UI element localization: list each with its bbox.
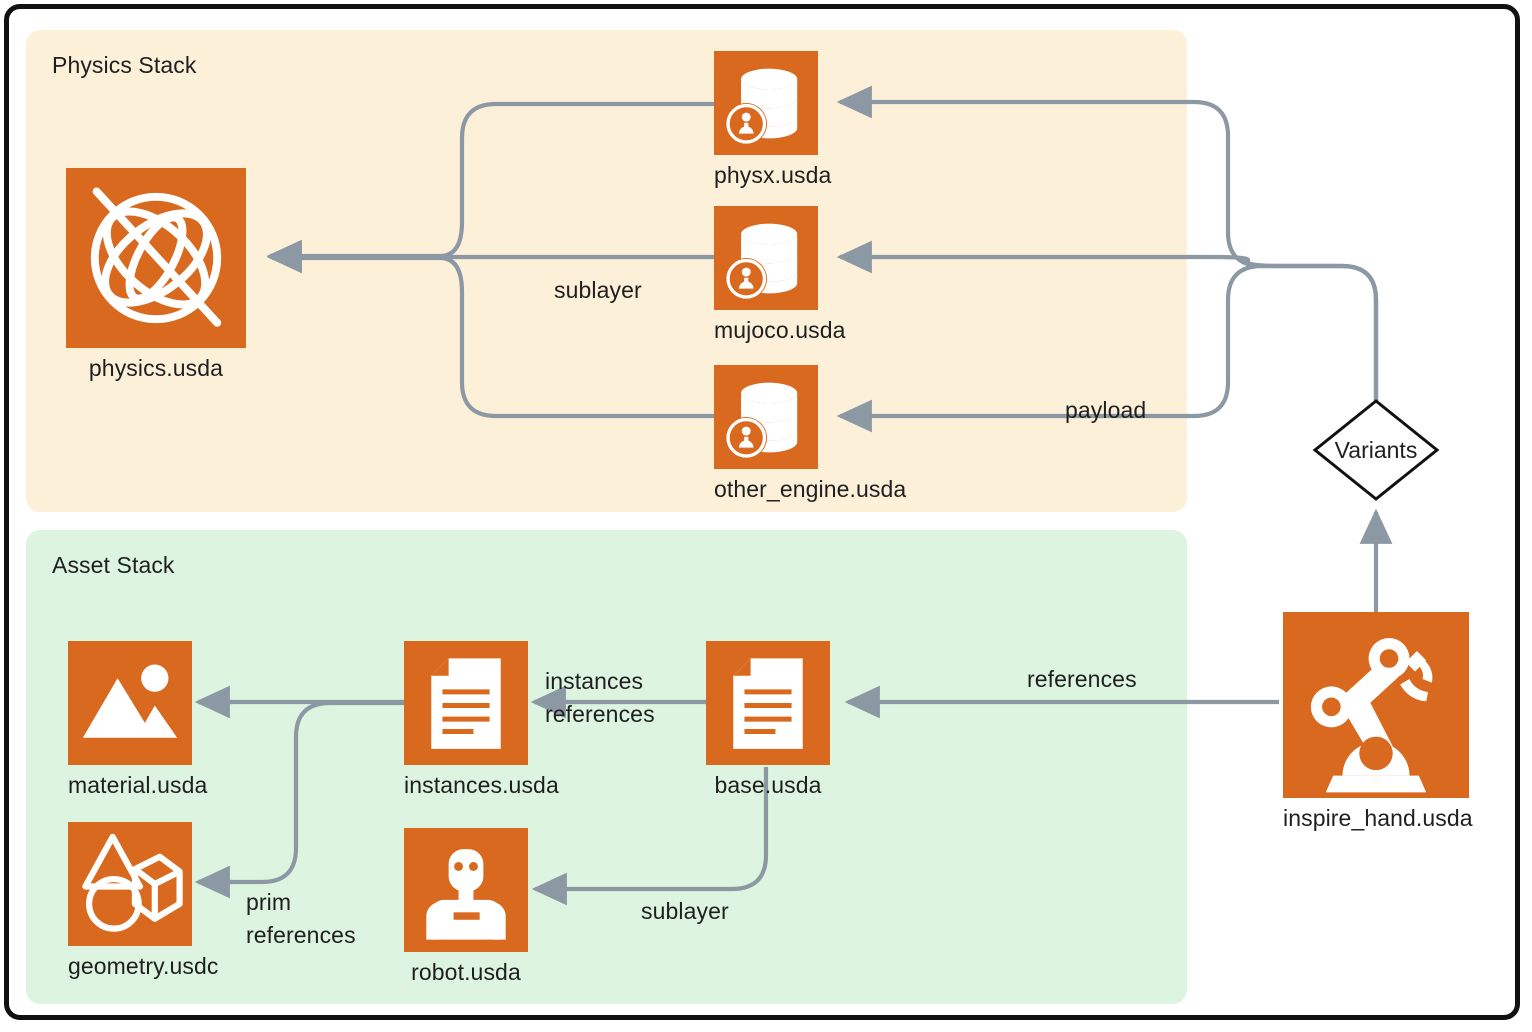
- node-physics-usda[interactable]: physics.usda: [66, 168, 246, 382]
- edge-label-prim-references: prim references: [246, 886, 356, 953]
- node-physx-usda[interactable]: physx.usda: [714, 51, 832, 189]
- robot-arm-icon: [1283, 612, 1469, 798]
- robot-icon: [404, 828, 528, 952]
- edge-label-sublayer-asset: sublayer: [641, 898, 729, 924]
- node-robot-usda[interactable]: robot.usda: [404, 828, 528, 986]
- node-label: base.usda: [714, 772, 822, 798]
- node-label: inspire_hand.usda: [1283, 805, 1473, 831]
- database-user-icon: [714, 206, 818, 310]
- database-user-icon: [714, 365, 818, 469]
- node-instances-usda[interactable]: instances.usda: [404, 641, 559, 799]
- shapes-icon: [68, 822, 192, 946]
- edge-label-sublayer-physics: sublayer: [554, 277, 642, 303]
- node-geometry-usdc[interactable]: geometry.usdc: [68, 822, 219, 980]
- diamond-shape: [1312, 399, 1440, 501]
- edge-label-line2: references: [246, 922, 356, 949]
- panel-asset-title: Asset Stack: [52, 552, 175, 578]
- database-user-icon: [714, 51, 818, 155]
- node-material-usda[interactable]: material.usda: [68, 641, 208, 799]
- node-label: material.usda: [68, 772, 208, 798]
- node-label: mujoco.usda: [714, 317, 846, 343]
- node-label: robot.usda: [411, 959, 521, 985]
- edge-label-payload: payload: [1065, 397, 1147, 423]
- edge-label-references-main: references: [1027, 666, 1137, 692]
- node-label: physics.usda: [88, 355, 224, 381]
- document-icon: [706, 641, 830, 765]
- image-icon: [68, 641, 192, 765]
- edge-label-line1: prim: [246, 889, 292, 915]
- document-icon: [404, 641, 528, 765]
- node-label: other_engine.usda: [714, 476, 907, 502]
- node-label: instances.usda: [404, 772, 559, 798]
- edge-label-line1: instances: [545, 668, 644, 694]
- edge-label-line2: references: [545, 701, 655, 728]
- edge-label-instances-references: instances references: [545, 665, 655, 732]
- node-other-engine-usda[interactable]: other_engine.usda: [714, 365, 907, 503]
- node-label: physx.usda: [714, 162, 832, 188]
- node-variants[interactable]: Variants: [1312, 398, 1440, 502]
- atom-icon: [66, 168, 246, 348]
- panel-physics-title: Physics Stack: [52, 52, 197, 78]
- node-inspire-hand-usda[interactable]: inspire_hand.usda: [1283, 612, 1473, 832]
- node-base-usda[interactable]: base.usda: [706, 641, 830, 799]
- variants-label: Variants: [1334, 436, 1418, 463]
- node-mujoco-usda[interactable]: mujoco.usda: [714, 206, 846, 344]
- node-label: geometry.usdc: [68, 953, 219, 979]
- panel-asset-stack: Asset Stack: [26, 530, 1187, 1004]
